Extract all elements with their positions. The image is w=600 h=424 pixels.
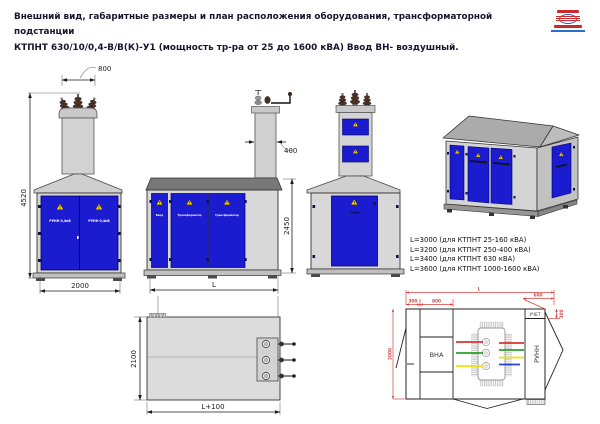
dim-2100-label: 2100 [130,350,138,368]
title-line-2: КТПНТ 630/10/0,4-В/В(К)-У1 (мощность тр-… [14,42,459,53]
length-options-list: L=3000 (для КТПНТ 25-160 кВА) L=3200 (дл… [410,236,539,274]
door-panel [151,193,168,268]
dim-L-label: L [212,281,216,289]
door-hinges [38,205,121,262]
cable-tower [254,111,277,179]
base-skid [537,199,578,217]
dim-2450-label: 2450 [283,217,291,235]
door-label: РУВН [350,211,360,215]
top-plan-view: 2100 L+100 [130,296,296,415]
dim-300-depth-label: 300 [559,310,565,319]
dim-L100-label: L+100 [201,403,224,411]
tower-top-fittings [254,90,292,105]
roof-flare [306,175,401,194]
base-skid [306,268,405,275]
roof-slab [145,177,283,191]
door-handle [469,160,488,164]
door-panel [449,144,465,201]
dim-600-label: 600 [534,293,543,299]
logo-mid-bar [554,25,582,28]
front-elevation-view: РУНН 0,4кВ РУНН 0,4кВ 800 4520 2000 [20,65,126,294]
roof-right-slope [539,125,580,148]
door-label: Трансформатор [178,213,202,217]
door-lock [373,202,376,206]
tower-cap [335,105,376,113]
base-skid [143,269,282,276]
dim-2000-label: 2000 [71,282,89,290]
company-logo [548,10,588,42]
door-label: РУНН 0,4кВ [88,219,110,223]
length-option-row: L=3400 (для КТПНТ 630 кВА) [410,255,516,264]
dim-800-label: 800 [432,299,441,305]
door-handle [555,163,568,168]
hv-bushings-top [262,340,296,380]
vent-grille [526,399,546,405]
equipment-layout-plan: ВНА РУНН УЧЕТ [388,287,565,409]
door-handle [492,162,511,166]
roof-flare [33,173,123,194]
length-option-row: L=3600 (для КТПНТ 1000-1600 кВА) [410,264,540,273]
dim-400-label: 400 [284,147,297,155]
compartment-label-uchet: УЧЕТ [530,312,541,318]
door-hinges [447,146,575,199]
dim-4520-label: 4520 [20,189,28,207]
dim-300-label: 300 [409,299,418,305]
door-hinges [149,200,247,261]
door-hinges [312,205,399,258]
door-label: РУНН 0,4кВ [49,219,71,223]
compartment-label-vna: ВНА [430,351,444,359]
dim-800-label: 800 [98,65,111,73]
hv-insulator-icon [362,93,372,107]
door-panel [208,193,246,268]
door-handle [77,236,79,239]
door-panel [170,193,208,268]
dim-L-label: L [478,287,481,293]
title-line-1: Внешний вид, габаритные размеры и план р… [14,12,493,38]
logo-bottom-bar [551,29,585,32]
compartment-label-runn: РУНН [533,345,541,363]
vent-grille [149,313,166,318]
side-elevation-view: Ввод Трансформатор Трансформатор 400 245… [143,90,297,294]
door-panel [331,195,378,267]
hv-insulator-icon [350,90,360,106]
perspective-3d-view [442,115,580,219]
tower-panel [342,145,369,163]
door-panel [490,147,513,205]
length-option-row: L=3000 (для КТПНТ 25-160 кВА) [410,236,527,244]
door-panel [551,142,572,199]
door-label: Трансформатор [215,213,239,217]
tower-cap [58,107,98,119]
rear-elevation-view: РУВН [306,90,405,277]
transformer-top-view [471,321,512,387]
tower-panel [342,118,369,136]
drawing-title: Внешний вид, габаритные размеры и план р… [14,10,534,56]
logo-top-bar [557,10,579,13]
length-option-row: L=3200 (для КТПНТ 250-400 кВА) [410,245,531,254]
door-label: Ввод [156,213,164,217]
door-swing-lines [395,311,564,409]
tower-cap [251,106,280,114]
dim-2000-label: 2000 [388,348,394,360]
cable-tower [61,117,95,175]
base-skid [32,272,126,279]
logo-oval-icon [556,14,580,24]
hv-insulator-icon [338,93,347,107]
phase-wires [456,341,524,367]
